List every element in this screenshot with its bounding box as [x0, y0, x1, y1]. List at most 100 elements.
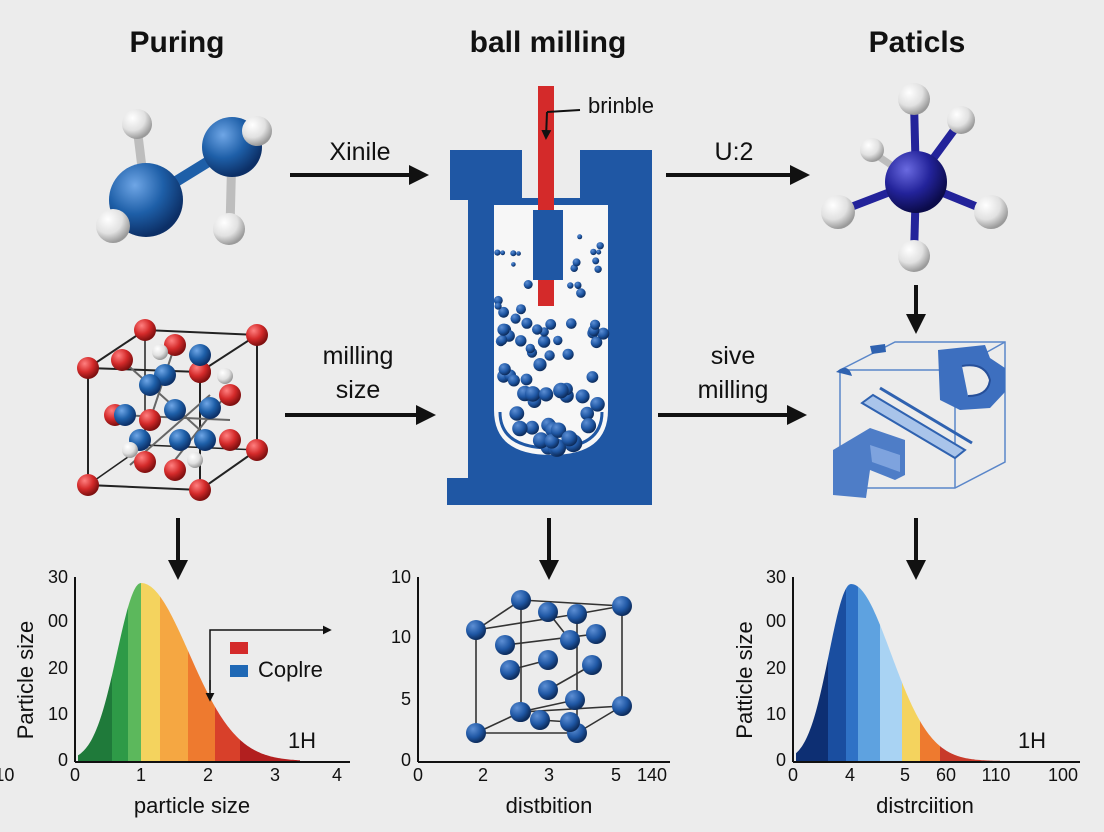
lattice-atom [560, 712, 580, 732]
milling-ball [516, 304, 526, 315]
lattice-atom [511, 590, 531, 610]
distribution-band [940, 746, 1000, 761]
legend-label-1: Coplre [258, 657, 323, 682]
milling-ball [544, 434, 560, 449]
arrow-label-mid-left-2: size [336, 376, 380, 404]
white-atom [152, 344, 168, 360]
milling-ball [494, 249, 501, 256]
arrow-label-mid-right-1: sive [711, 342, 755, 370]
distribution-band [796, 658, 828, 761]
milling-ball [525, 386, 541, 402]
milling-ball [561, 430, 578, 447]
red-atom [77, 357, 99, 379]
milling-ball [509, 406, 525, 421]
distribution-band [240, 739, 300, 761]
lattice-atom [530, 710, 550, 730]
x-tick-label: 140 [637, 765, 667, 785]
crystal-lattice-icon [77, 319, 268, 501]
x-tick-label: 4 [332, 765, 342, 785]
milling-ball [590, 336, 603, 349]
molecule-right-icon [821, 83, 1008, 272]
distribution-band [160, 596, 188, 761]
x-tick-label: 3 [270, 765, 280, 785]
milling-ball [577, 234, 583, 240]
arrow-label-mid-left-1: milling [323, 342, 394, 370]
milling-ball [594, 265, 602, 273]
milling-ball [572, 258, 581, 267]
milling-ball [545, 319, 557, 330]
lattice-atom [538, 650, 558, 670]
blue-atom [114, 404, 136, 426]
milling-ball [566, 318, 577, 329]
milling-ball [539, 387, 554, 402]
milling-ball [512, 420, 528, 437]
corner-label-left: 1H [288, 728, 316, 753]
x-tick-label: 5 [611, 765, 621, 785]
y-tick-label: 00 [766, 611, 786, 631]
milling-ball [544, 350, 555, 361]
x-tick-label: 4 [845, 765, 855, 785]
milling-ball [533, 358, 547, 372]
milling-ball [553, 335, 563, 346]
red-atom [246, 324, 268, 346]
milling-ball [597, 327, 610, 340]
distribution-bands-left [78, 583, 300, 761]
x-tick-label: 100 [1048, 765, 1078, 785]
milling-ball [580, 406, 594, 421]
bcc-lattice-icon [466, 590, 632, 743]
milling-ball [500, 250, 506, 256]
molecule-left-icon [96, 109, 272, 245]
x-tick-label: 110 [0, 765, 14, 785]
lattice-atom [500, 660, 520, 680]
y-axis-label-right: Patticle size [732, 621, 757, 738]
milling-ball [553, 382, 569, 399]
milling-ball [592, 257, 600, 265]
x-tick-label: 0 [413, 765, 423, 785]
milling-balls [493, 234, 610, 457]
milling-ball [580, 418, 597, 434]
red-atom [134, 451, 156, 473]
x-tick-label: 2 [203, 765, 213, 785]
x-axis-label-left: particle size [134, 793, 250, 818]
milling-ball [525, 420, 539, 435]
milling-ball [575, 389, 590, 404]
milling-ball [493, 295, 503, 305]
x-tick-label: 0 [70, 765, 80, 785]
x-tick-label: 110 [982, 765, 1011, 785]
milling-ball [590, 248, 597, 256]
milling-ball [521, 317, 533, 329]
lattice-atom [582, 655, 602, 675]
lattice-atom [612, 696, 632, 716]
distribution-band [128, 583, 141, 761]
milling-ball [510, 250, 517, 257]
lattice-atom [466, 620, 486, 640]
milling-ball [510, 313, 521, 324]
y-tick-label: 10 [391, 627, 411, 647]
ball-mill-icon [447, 86, 652, 505]
milling-ball [520, 373, 533, 386]
corner-label-right: 1H [1018, 728, 1046, 753]
lattice-atom [466, 723, 486, 743]
milling-ball [532, 432, 550, 449]
x-tick-label: 0 [788, 765, 798, 785]
x-tick-label: 60 [936, 765, 956, 785]
x-tick-label: 3 [544, 765, 554, 785]
red-atom [111, 349, 133, 371]
arrow-label-top-left: Xinile [329, 138, 390, 166]
red-atom [77, 474, 99, 496]
lattice-atom [586, 624, 606, 644]
y-tick-label: 0 [776, 750, 786, 770]
distribution-band [920, 721, 940, 761]
milling-ball [532, 324, 543, 335]
red-atom [164, 459, 186, 481]
milling-ball [498, 306, 509, 318]
milling-ball [586, 371, 599, 383]
distribution-band [78, 675, 112, 761]
distribution-band [215, 706, 240, 761]
white-atom [217, 368, 233, 384]
red-atom [219, 429, 241, 451]
